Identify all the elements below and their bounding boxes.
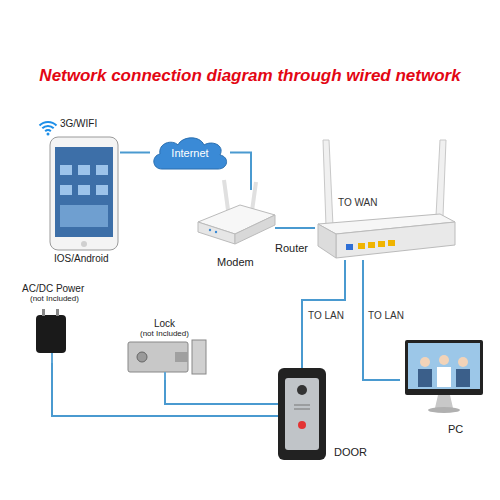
network-cable bbox=[275, 227, 315, 229]
lock-illustration bbox=[128, 340, 206, 380]
modem-led bbox=[209, 229, 211, 231]
lock-body bbox=[128, 342, 188, 372]
network-cable bbox=[165, 380, 278, 404]
monitor-base bbox=[428, 407, 460, 413]
screen-person bbox=[456, 369, 470, 387]
node-label: 3G/WIFI bbox=[60, 118, 97, 129]
connection-label: TO LAN bbox=[368, 310, 404, 321]
lock-keeper bbox=[192, 340, 206, 374]
adapter-cable bbox=[51, 353, 53, 363]
screen-person bbox=[458, 357, 468, 367]
adapter-pin bbox=[56, 309, 59, 316]
pc-node: PC bbox=[400, 335, 485, 420]
monitor-screen bbox=[408, 343, 480, 389]
connection-label: TO WAN bbox=[338, 197, 377, 208]
lan-port bbox=[378, 241, 385, 247]
video-view bbox=[60, 205, 108, 227]
node-label: (not Included) bbox=[140, 330, 189, 339]
door-station-illustration bbox=[278, 368, 326, 460]
diagram-title: Network connection diagram through wired… bbox=[0, 66, 500, 86]
door-node: DOOR bbox=[278, 368, 326, 460]
screen-person bbox=[439, 355, 449, 365]
node-label: Internet bbox=[150, 147, 230, 159]
lock-cylinder bbox=[137, 352, 147, 362]
lan-port bbox=[388, 240, 395, 246]
camera-lens bbox=[297, 385, 307, 395]
node-label: Lock bbox=[154, 318, 175, 329]
node-label: DOOR bbox=[334, 446, 367, 458]
app-tile bbox=[78, 185, 90, 195]
router-front bbox=[336, 222, 455, 258]
adapter-body bbox=[36, 315, 66, 353]
wifi-icon bbox=[40, 122, 57, 136]
lock-bolt bbox=[175, 352, 188, 362]
node-label: PC bbox=[448, 423, 463, 435]
door-station-body bbox=[278, 368, 326, 460]
modem-illustration bbox=[198, 180, 275, 244]
wifi-arc bbox=[42, 126, 53, 128]
internet-cloud: Internet bbox=[150, 135, 230, 170]
node-label: (not Included) bbox=[30, 295, 79, 304]
modem-antenna bbox=[252, 182, 256, 211]
wifi-dot bbox=[47, 133, 50, 136]
router-side bbox=[318, 224, 336, 258]
lock-node: Lock(not Included) bbox=[120, 318, 210, 380]
adapter-pin bbox=[42, 309, 45, 316]
wan-port bbox=[346, 244, 353, 250]
network-cable bbox=[52, 363, 278, 416]
connection-label: TO LAN bbox=[308, 310, 344, 321]
modem-antenna bbox=[224, 180, 228, 210]
phone-body bbox=[50, 137, 118, 250]
monitor-stand bbox=[435, 395, 453, 408]
router-antenna bbox=[323, 140, 333, 226]
modem-led bbox=[215, 231, 217, 233]
node-label: Router bbox=[275, 242, 308, 254]
router-illustration bbox=[318, 140, 455, 258]
app-tile bbox=[78, 165, 90, 175]
app-tile bbox=[60, 165, 72, 175]
door-station-panel bbox=[285, 378, 319, 450]
router-node: Router bbox=[315, 215, 455, 260]
wifi-arc bbox=[45, 130, 51, 131]
node-label: IOS/Android bbox=[54, 253, 108, 264]
screen-person bbox=[418, 369, 432, 387]
phone-illustration bbox=[50, 137, 118, 250]
modem-node: Modem bbox=[195, 190, 275, 245]
lan-port bbox=[358, 243, 365, 249]
phone-screen bbox=[55, 147, 113, 237]
modem-side bbox=[235, 215, 275, 244]
phone-node: 3G/WIFI IOS/Android bbox=[40, 118, 120, 268]
pc-illustration bbox=[405, 340, 483, 413]
monitor-frame bbox=[405, 340, 483, 395]
home-button bbox=[81, 241, 87, 247]
network-cable bbox=[302, 260, 345, 368]
power-adapter-illustration bbox=[36, 309, 66, 363]
node-label: Modem bbox=[217, 256, 254, 268]
modem-front bbox=[198, 222, 235, 244]
app-tile bbox=[96, 165, 108, 175]
screen-person bbox=[437, 367, 451, 387]
screen-person bbox=[420, 357, 430, 367]
power-node: AC/DC Power(not Included) bbox=[20, 283, 100, 363]
speaker-grille bbox=[294, 405, 310, 406]
node-label: AC/DC Power bbox=[22, 283, 84, 294]
lock-cable bbox=[164, 372, 166, 380]
call-button bbox=[298, 421, 306, 429]
speaker-grille bbox=[294, 409, 310, 410]
app-tile bbox=[96, 185, 108, 195]
lan-port bbox=[368, 242, 375, 248]
app-tile bbox=[60, 185, 72, 195]
router-antenna bbox=[436, 140, 446, 216]
network-cable bbox=[230, 153, 251, 191]
network-cable bbox=[120, 152, 150, 154]
